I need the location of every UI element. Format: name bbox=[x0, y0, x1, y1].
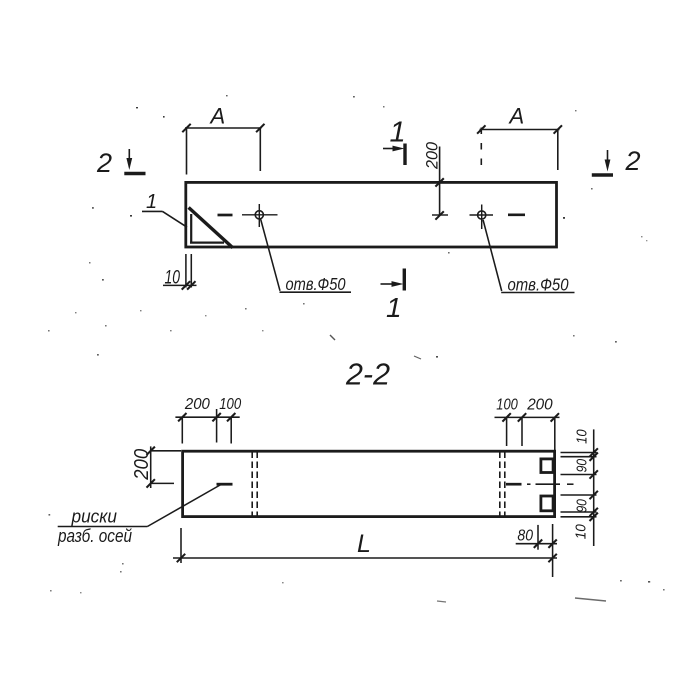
svg-text:отв.Ф50: отв.Ф50 bbox=[508, 275, 569, 295]
svg-text:200: 200 bbox=[184, 396, 210, 413]
svg-text:200: 200 bbox=[131, 449, 153, 481]
svg-text:2-2: 2-2 bbox=[345, 357, 390, 392]
svg-text:10: 10 bbox=[574, 524, 590, 539]
svg-text:100: 100 bbox=[219, 396, 241, 413]
svg-text:1: 1 bbox=[386, 292, 402, 323]
svg-text:риски: риски bbox=[71, 506, 117, 527]
svg-text:1: 1 bbox=[146, 191, 157, 213]
svg-text:2: 2 bbox=[96, 148, 112, 178]
svg-text:A: A bbox=[209, 104, 226, 129]
svg-text:отв.Ф50: отв.Ф50 bbox=[286, 274, 346, 294]
svg-text:100: 100 bbox=[496, 397, 518, 414]
svg-text:10: 10 bbox=[165, 268, 181, 289]
svg-text:10: 10 bbox=[574, 429, 590, 444]
svg-text:L: L bbox=[357, 530, 371, 558]
svg-text:90: 90 bbox=[574, 459, 590, 473]
svg-text:200: 200 bbox=[526, 397, 553, 414]
svg-text:90: 90 bbox=[574, 499, 590, 513]
svg-text:1: 1 bbox=[390, 117, 406, 149]
svg-text:80: 80 bbox=[517, 528, 533, 545]
svg-text:200: 200 bbox=[423, 141, 441, 170]
svg-text:разб. осей: разб. осей bbox=[57, 525, 132, 546]
svg-text:A: A bbox=[508, 104, 525, 129]
svg-text:2: 2 bbox=[625, 146, 641, 176]
